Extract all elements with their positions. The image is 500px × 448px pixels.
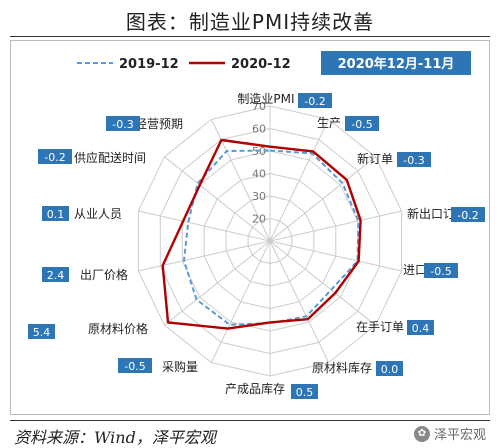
radial-tick-label: 60: [252, 123, 266, 136]
spoke-line: [138, 240, 271, 272]
spoke-line: [269, 240, 402, 272]
period-box: [321, 51, 471, 75]
radar-chart: 203040506070制造业PMI-0.2生产-0.5新订单-0.3新出口订单…: [28, 51, 485, 399]
radial-tick-label: 20: [252, 213, 266, 226]
radial-tick-label: 70: [252, 100, 266, 113]
spoke-line: [164, 240, 271, 326]
change-badge-label: -0.5: [430, 265, 451, 278]
radial-tick-label: 40: [252, 168, 266, 181]
change-badge-label: -0.2: [304, 95, 325, 108]
change-badge-label: 0.1: [47, 208, 65, 221]
axis-label: 生产: [317, 116, 341, 130]
radial-tick-label: 30: [252, 190, 266, 203]
change-badge-label: -0.2: [44, 151, 65, 164]
change-badge: [118, 358, 152, 373]
spoke-line: [164, 156, 271, 242]
axis-label: 原材料库存: [312, 360, 372, 375]
spoke-line: [210, 240, 271, 363]
spoke-line: [269, 156, 376, 242]
change-badge-label: -0.2: [457, 209, 478, 222]
change-badge-label: 0.5: [296, 386, 314, 399]
axis-label: 产成品库存: [225, 381, 285, 396]
change-badge: [38, 149, 72, 164]
axis-label: 进口: [403, 263, 427, 277]
spoke-line: [269, 119, 330, 242]
change-badge-label: -0.3: [112, 118, 133, 131]
axis-label: 从业人员: [74, 207, 122, 221]
spoke-line: [138, 210, 271, 242]
change-badge: [298, 93, 332, 108]
watermark-text: 泽平宏观: [433, 428, 486, 443]
change-badge-label: -0.5: [124, 360, 145, 373]
axis-label: 供应配送时间: [74, 150, 146, 165]
change-badge: [376, 361, 403, 376]
axis-label: 原材料价格: [88, 321, 148, 336]
legend-label-2020: 2020-12: [231, 57, 291, 72]
wechat-icon: ✿: [413, 425, 430, 442]
axis-label: 新订单: [357, 151, 393, 166]
axis-label: 在手订单: [356, 320, 404, 334]
axis-label: 经营预期: [135, 117, 183, 131]
change-badge-label: 5.4: [33, 326, 51, 339]
change-badge: [42, 206, 69, 221]
change-badge: [28, 324, 55, 339]
change-badge-label: -0.3: [403, 154, 424, 167]
watermark: ✿ 泽平宏观: [413, 424, 486, 443]
axis-label: 采购量: [162, 359, 198, 374]
change-badge-label: 0.0: [381, 363, 399, 376]
change-badge: [42, 267, 69, 282]
spoke-line: [269, 210, 402, 242]
legend-label-2019: 2019-12: [119, 57, 179, 72]
change-badge-label: 0.4: [412, 322, 430, 335]
axis-label: 出厂价格: [80, 267, 128, 282]
change-badge: [345, 116, 379, 131]
change-badge: [451, 207, 485, 222]
change-badge: [424, 263, 458, 278]
change-badge-label: 2.4: [47, 269, 65, 282]
spoke-line: [269, 240, 376, 326]
period-box-label: 2020年12月-11月: [338, 56, 455, 72]
chart-title: 图表：制造业PMI持续改善: [125, 10, 375, 34]
spoke-line: [269, 240, 330, 363]
change-badge-label: -0.5: [351, 118, 372, 131]
change-badge: [397, 152, 431, 167]
title-divider: [10, 36, 490, 37]
change-badge: [106, 116, 140, 131]
change-badge: [291, 384, 318, 399]
source-note: 资料来源：Wind，泽平宏观: [14, 428, 216, 447]
source-divider: [10, 420, 490, 421]
axis-label: 制造业PMI: [237, 92, 294, 106]
change-badge: [407, 320, 434, 335]
